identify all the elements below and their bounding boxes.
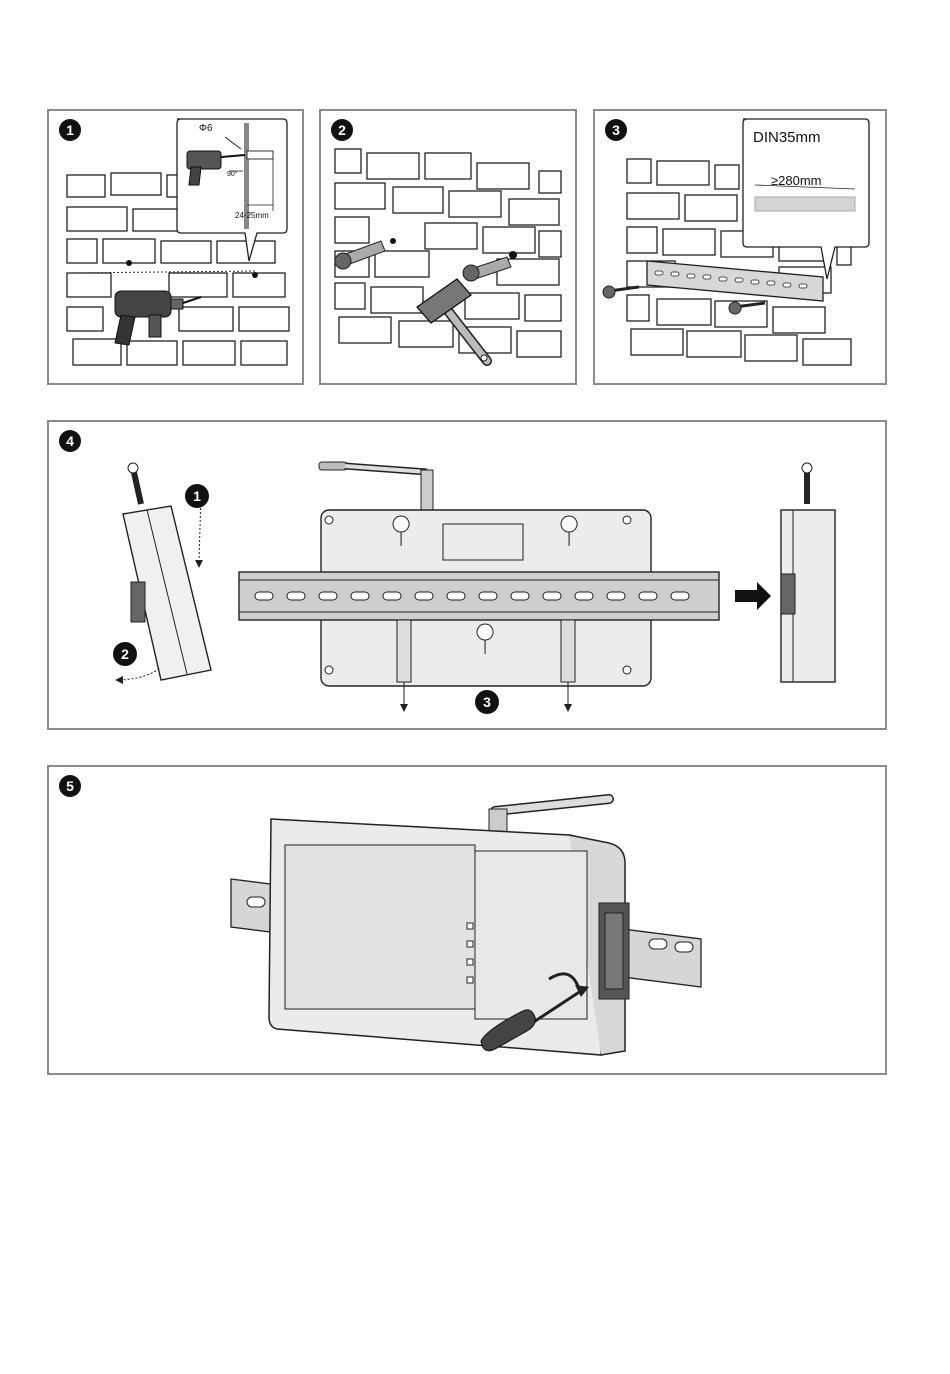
drill-wall-illustration <box>49 111 302 383</box>
callout-diameter-label: Φ6 <box>199 123 213 134</box>
callout-depth-label: 24-25mm <box>235 211 269 220</box>
step-4-panel: 4 <box>47 420 887 730</box>
step-4-sub-2-badge: 2 <box>113 642 137 666</box>
step-4-sub-1-badge: 1 <box>185 484 209 508</box>
step-5-panel: 5 <box>47 765 887 1075</box>
anchor-hammer-illustration <box>321 111 575 383</box>
step-4-sub-3-badge: 3 <box>475 690 499 714</box>
device-body <box>269 819 625 1055</box>
right-arrow-icon <box>735 582 771 610</box>
device-side-mounted <box>781 463 835 682</box>
callout-angle-label: 90° <box>227 171 238 178</box>
callout-rail-type-label: DIN35mm <box>753 129 821 146</box>
device-rail-clip-illustration <box>49 422 885 728</box>
din-rail-front <box>239 572 719 620</box>
step-1-panel: 1 <box>47 109 304 385</box>
din-rail-mount-illustration <box>595 111 885 383</box>
callout-rail-length-label: ≥280mm <box>771 173 821 188</box>
hammer-icon <box>417 279 487 361</box>
device-on-rail-screwdriver-illustration <box>49 767 885 1073</box>
step-2-panel: 2 <box>319 109 577 385</box>
step-3-panel: 3 DIN35mm ≥280mm <box>593 109 887 385</box>
